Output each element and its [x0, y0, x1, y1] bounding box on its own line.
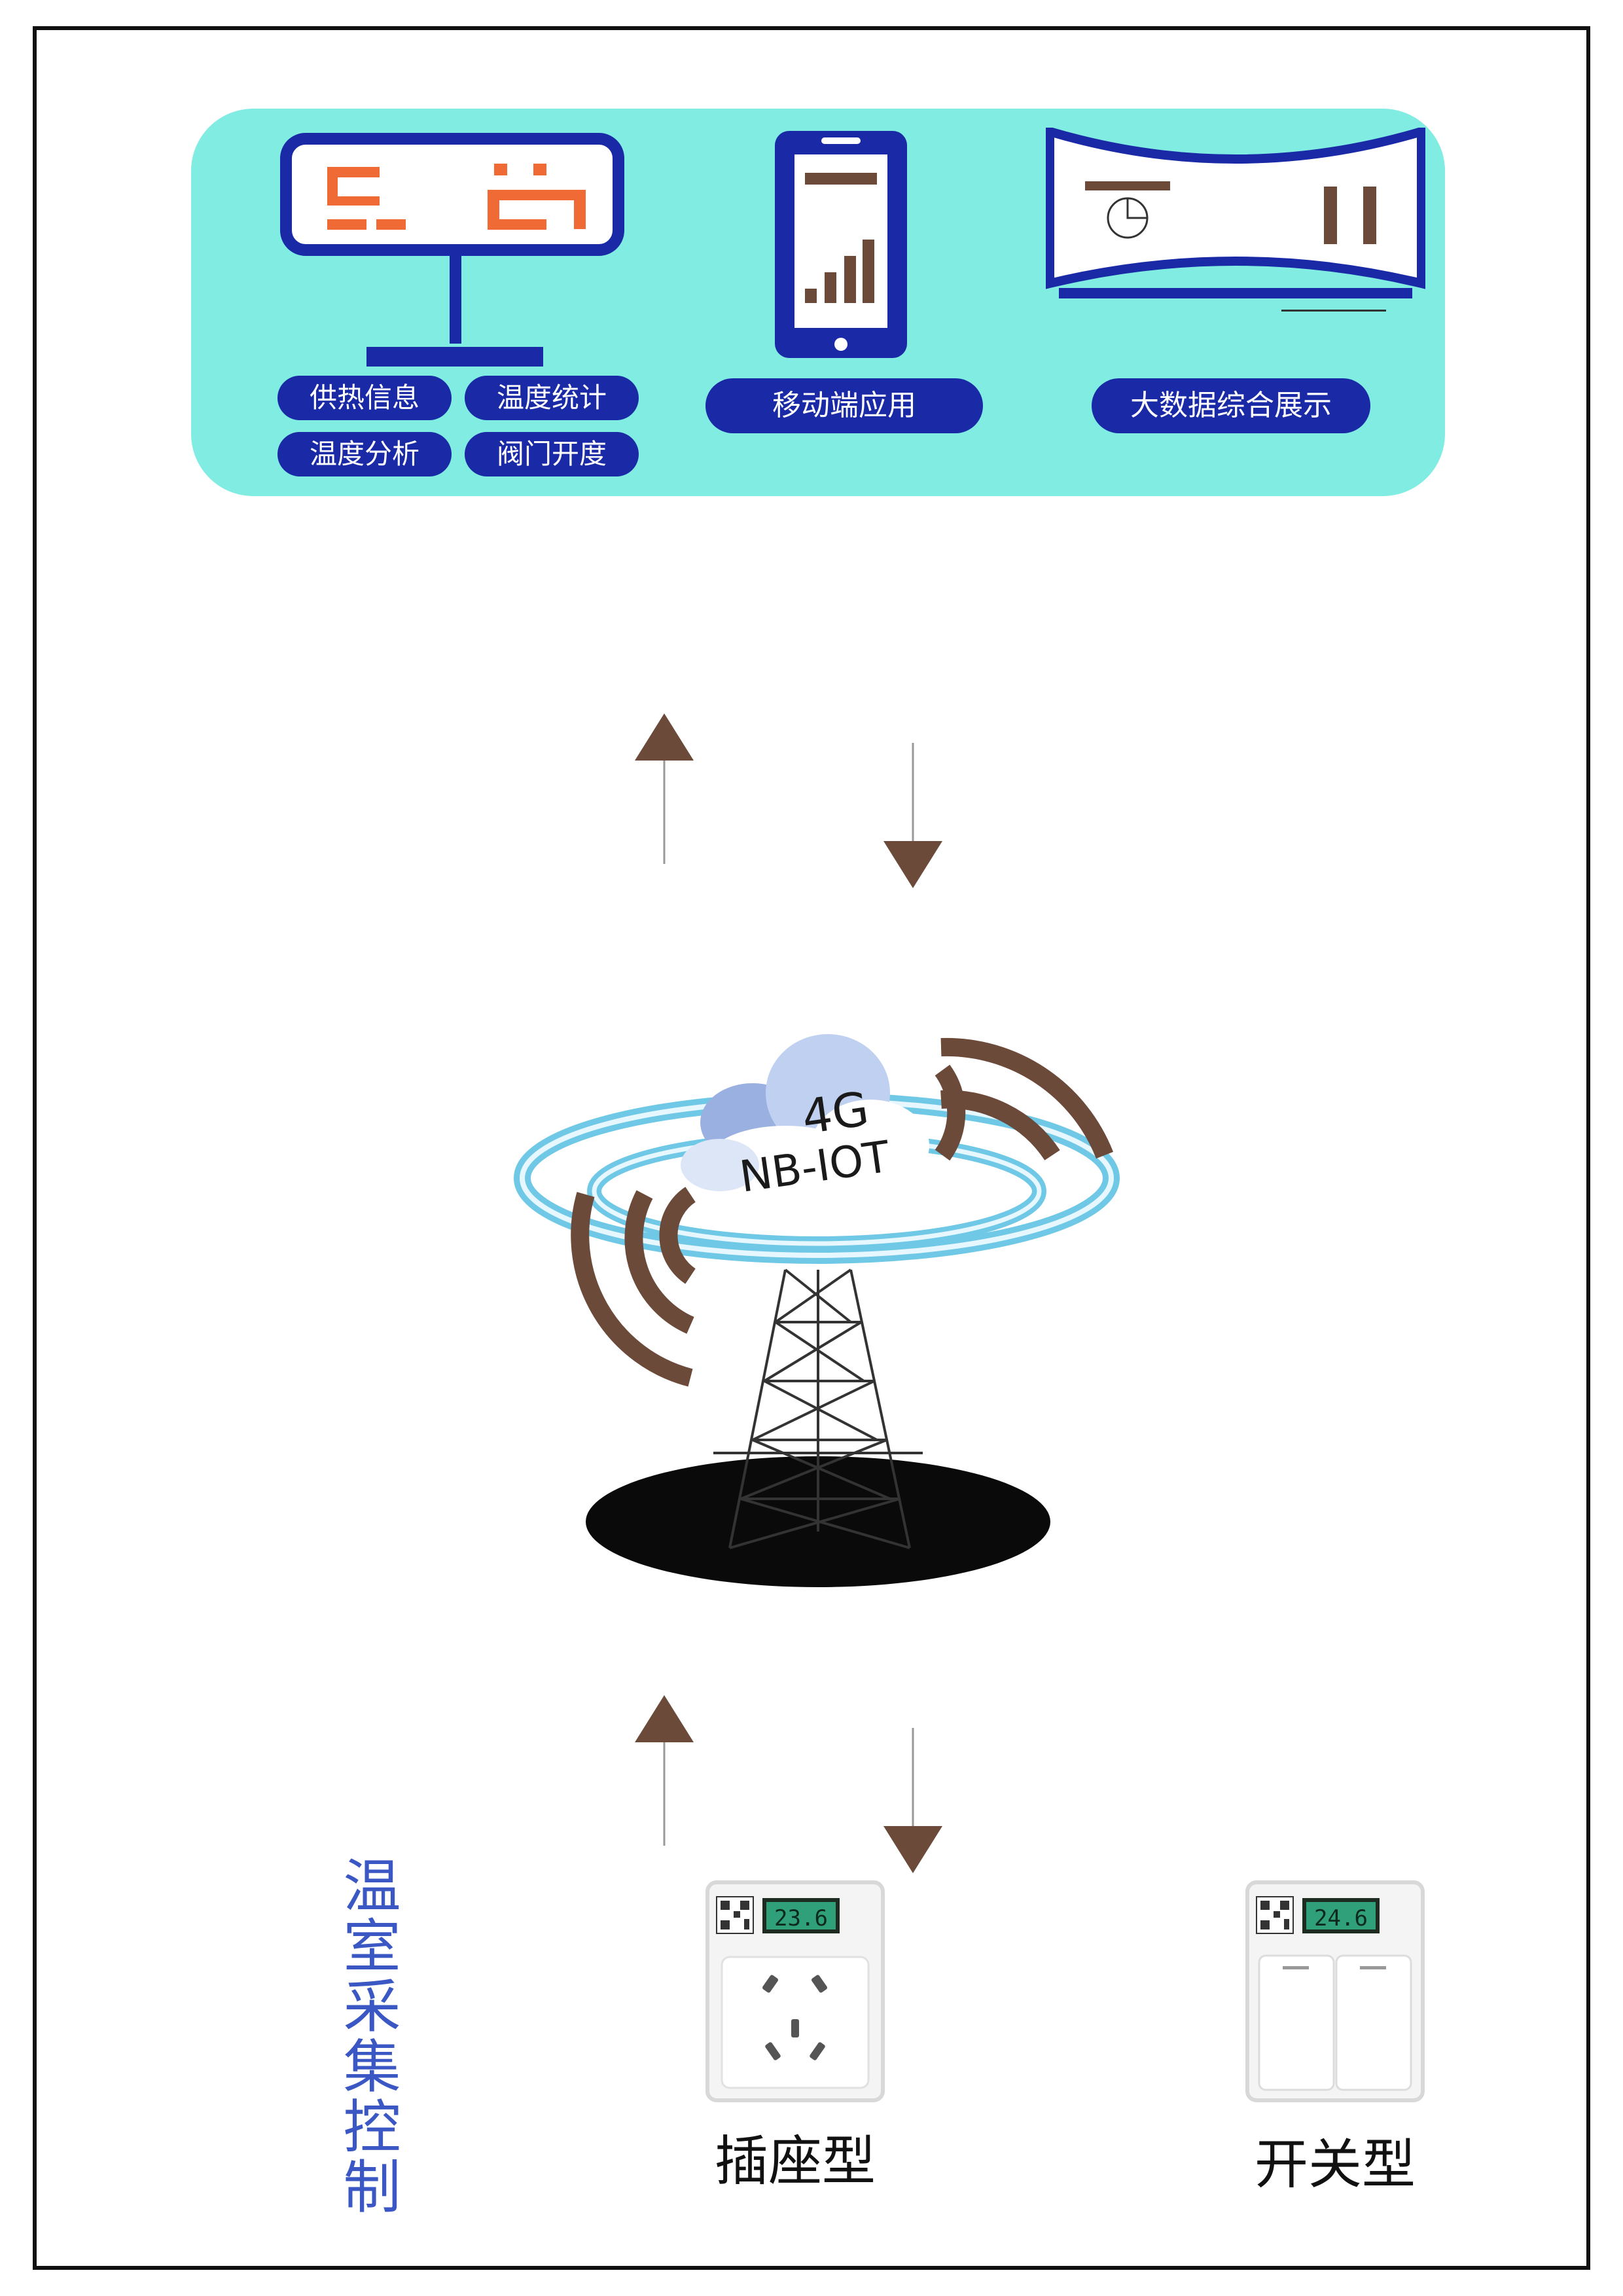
tag-heating-info: 供热信息 [277, 376, 452, 420]
socket-type-label: 插座型 [714, 2130, 876, 2193]
tag-valve-opening: 阀门开度 [465, 432, 639, 476]
network-tower-illustration: 4G NB-IOT [514, 1034, 1120, 1587]
upload-arrow-icon [635, 713, 694, 864]
bigdata-screen-icon [1046, 128, 1425, 312]
mobile-app-label: 移动端应用 [705, 378, 983, 433]
switch-temperature-readout: 24.6 [1314, 1905, 1368, 1931]
download-arrow-lower-icon [883, 1728, 942, 1873]
download-arrow-icon [883, 743, 942, 888]
tag-temperature-stats: 温度统计 [465, 376, 639, 420]
smartphone-icon [775, 131, 907, 358]
socket-device-icon: 23.6 [705, 1880, 885, 2102]
upload-arrow-lower-icon [635, 1695, 694, 1846]
bigdata-display-label: 大数据综合展示 [1092, 378, 1370, 433]
switch-device-icon: 24.6 [1245, 1880, 1425, 2102]
collection-control-title: 温室采集控制 [334, 1856, 401, 2217]
switch-type-label: 开关型 [1254, 2134, 1416, 2196]
page-frame [33, 26, 1590, 2270]
desktop-monitor-icon [280, 133, 624, 367]
tag-temperature-analysis: 温度分析 [277, 432, 452, 476]
socket-temperature-readout: 23.6 [774, 1905, 828, 1931]
network-4g-label: 4G [798, 1081, 872, 1145]
